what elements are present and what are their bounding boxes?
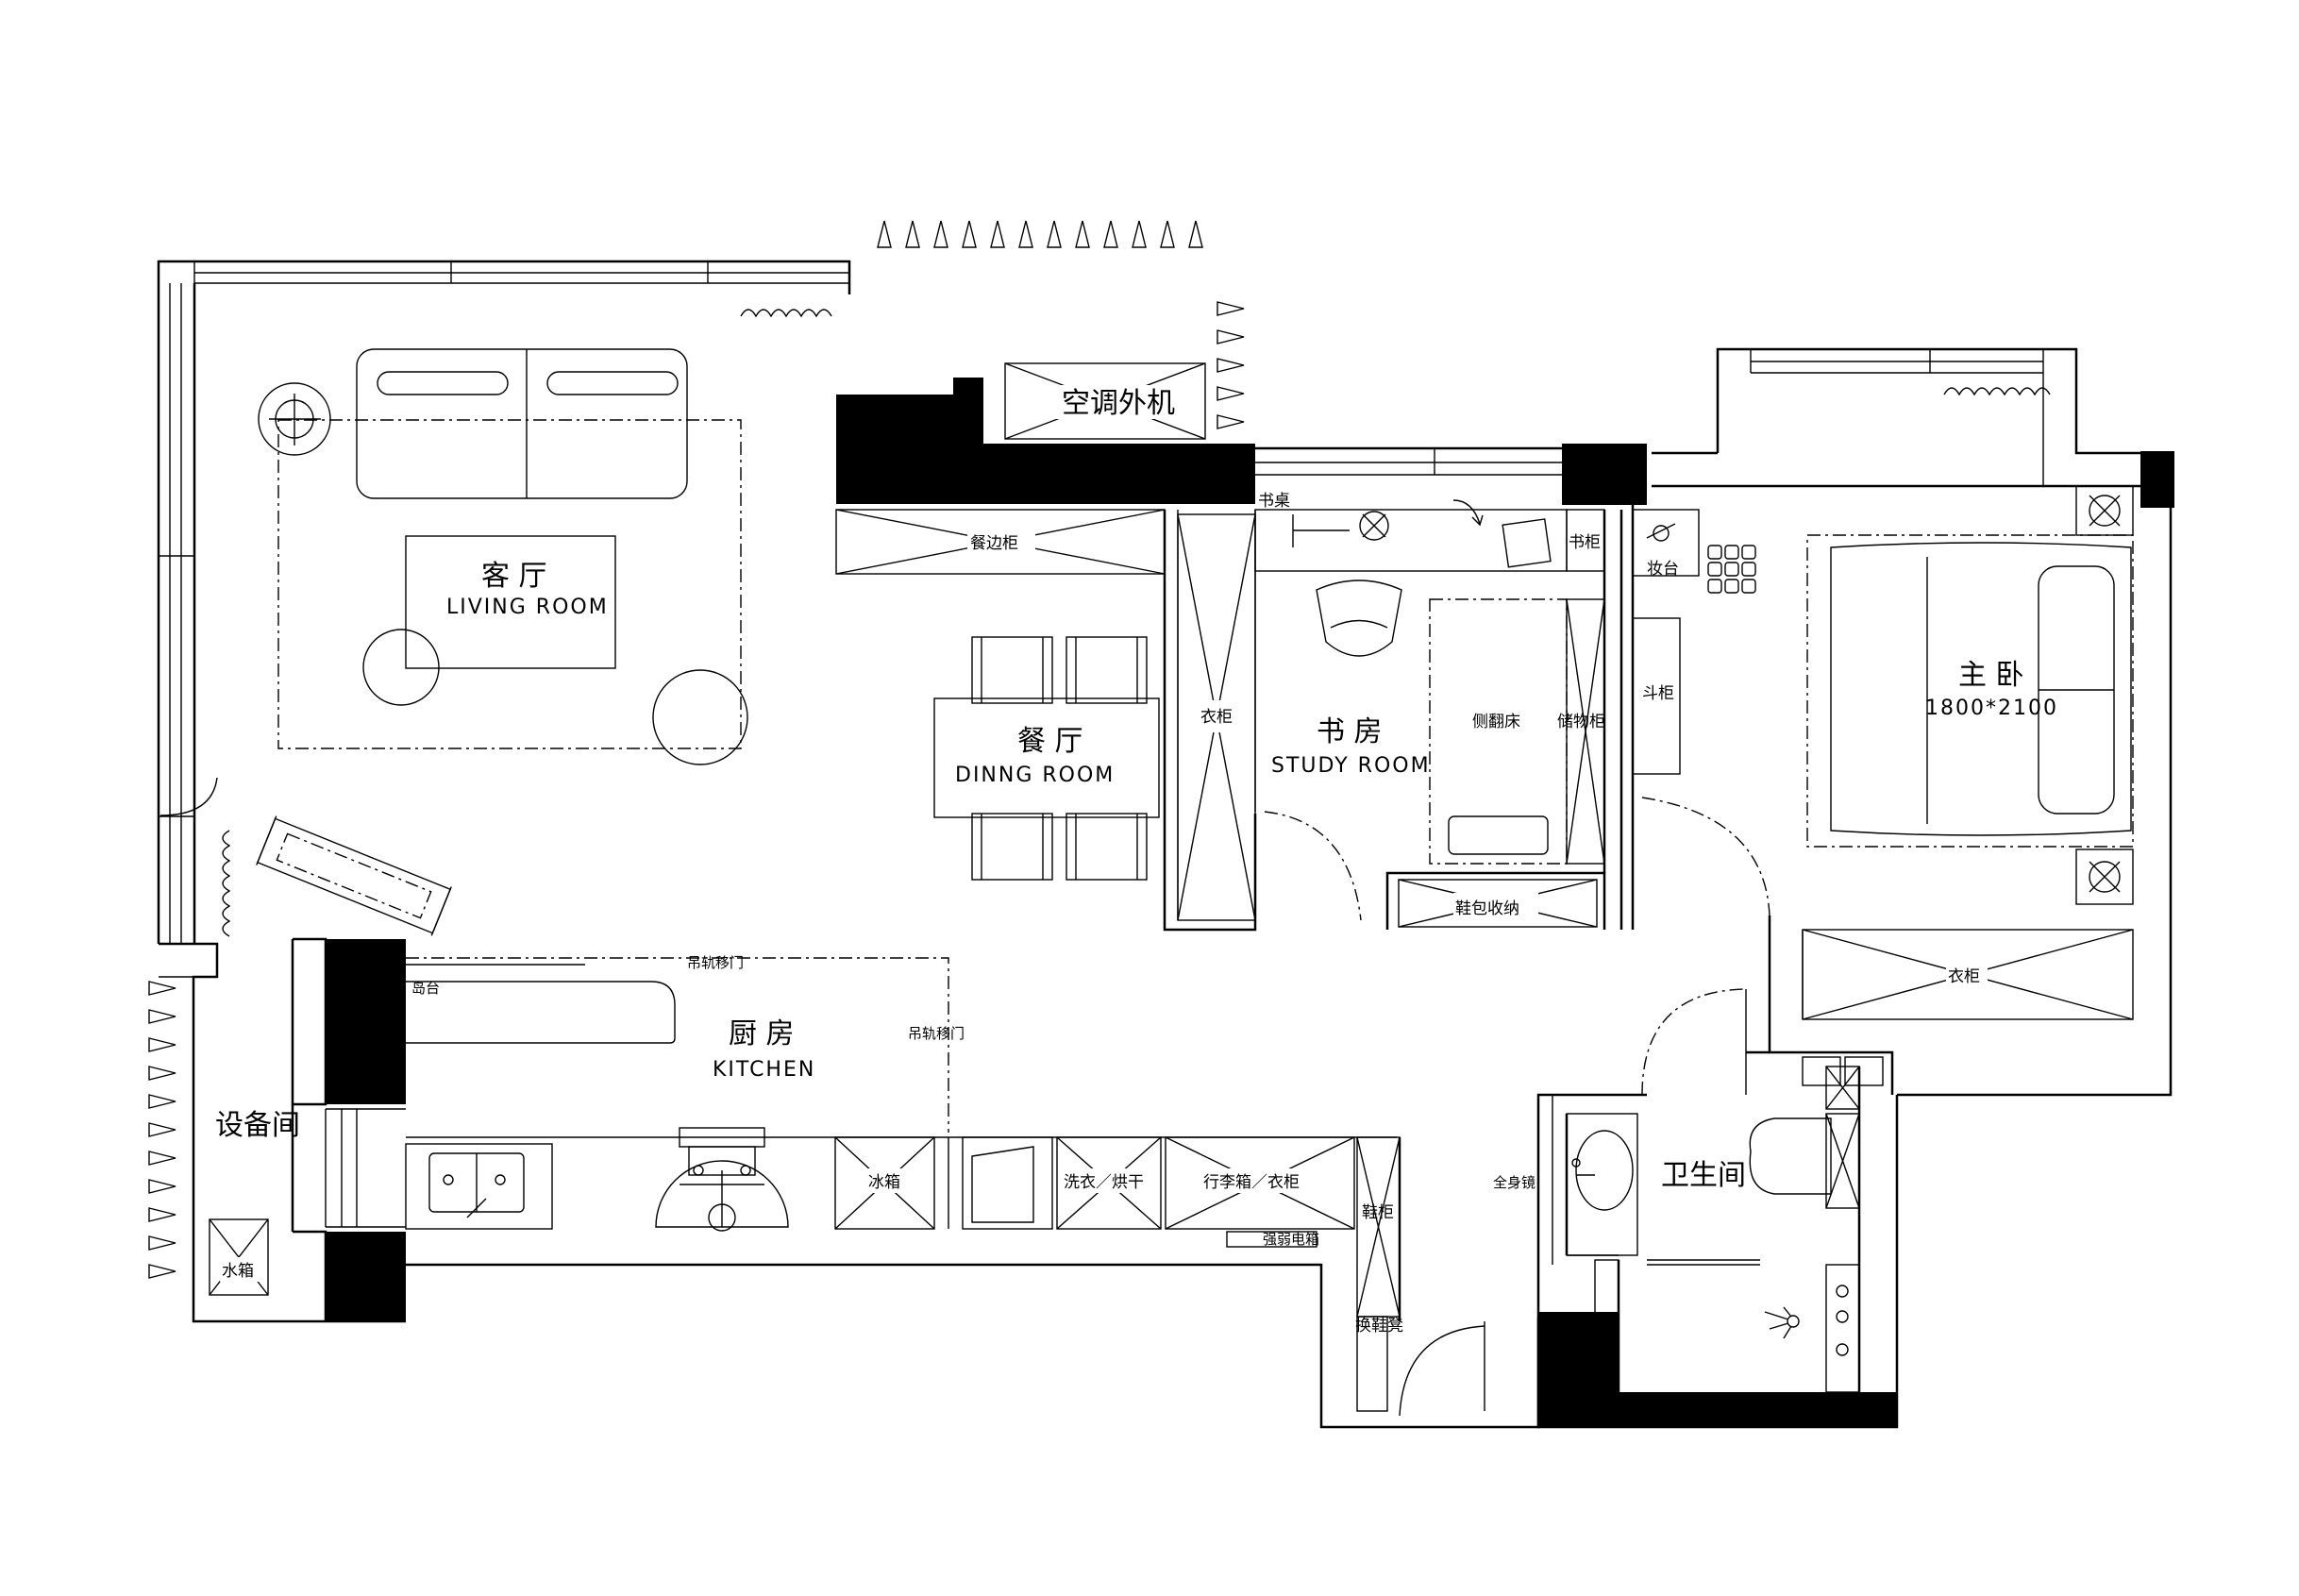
master-room-cn: 主 卧 (1958, 659, 2024, 692)
bathroom-label: 卫生间 (1661, 1159, 1746, 1192)
storage-label: 储物柜 (1557, 713, 1605, 731)
side-stool-left (362, 629, 440, 706)
mirror-label: 全身镜 (1493, 1174, 1535, 1191)
side-stool-right (652, 669, 748, 765)
desk-label: 书桌 (1258, 492, 1290, 511)
stove (655, 1127, 789, 1232)
master-bedroom: 妆台 斗柜 主 卧 1800*2100 衣柜 (1631, 485, 2134, 1095)
shoe-cabinet-label: 鞋柜 (1362, 1203, 1394, 1222)
sideboard-label: 餐边柜 (970, 534, 1018, 553)
dining-room: 餐 厅 DINNG ROOM (933, 636, 1160, 881)
dresser-label: 妆台 (1647, 560, 1679, 579)
toilet (1749, 1117, 1832, 1195)
living-room-en: LIVING ROOM (446, 596, 609, 619)
wash-basin (1575, 1130, 1634, 1211)
living-room-cn: 客 厅 (481, 560, 547, 593)
dining-room-cn: 餐 厅 (1017, 725, 1083, 758)
bench-label: 换鞋凳 (1355, 1317, 1403, 1336)
equipment-room: 设备间 水箱 (209, 1104, 406, 1321)
weak-box-label: 强弱电箱 (1263, 1231, 1319, 1248)
lounge-chair (256, 815, 452, 936)
fridge-label: 冰箱 (868, 1173, 900, 1192)
master-wardrobe-label: 衣柜 (1948, 967, 1980, 986)
dining-room-en: DINNG ROOM (955, 764, 1115, 787)
study-room-en: STUDY ROOM (1271, 754, 1431, 778)
coffee-table (405, 535, 616, 669)
desk (1254, 509, 1568, 572)
sideboard: 餐边柜 (835, 509, 1166, 575)
study-wardrobe (1177, 513, 1256, 921)
track-door-side-label: 吊轨移门 (908, 1025, 965, 1042)
grid-cabinet (1707, 545, 1756, 594)
bathroom: 全身镜 卫生间 (1493, 988, 1861, 1393)
sofa (356, 348, 688, 499)
track-door-top-label: 吊轨移门 (687, 954, 744, 971)
dining-table (933, 697, 1160, 818)
balcony-plants-top (877, 220, 1245, 429)
chest-label: 斗柜 (1642, 684, 1674, 703)
washer-label: 洗衣／烘干 (1064, 1173, 1144, 1192)
floor-lamp (258, 382, 331, 456)
study-wardrobe-label: 衣柜 (1200, 708, 1233, 727)
living-room: 客 厅 LIVING ROOM (256, 348, 748, 936)
balcony-door (159, 777, 218, 816)
water-tank (209, 1218, 269, 1296)
island-label: 岛台 (411, 980, 440, 997)
kitchen-en: KITCHEN (713, 1058, 815, 1082)
equipment-room-label: 设备间 (215, 1109, 300, 1142)
study-chair (1316, 580, 1402, 657)
water-tank-label: 水箱 (222, 1262, 254, 1281)
bed-area (1806, 534, 2134, 848)
shower-head (1787, 1315, 1800, 1328)
living-rug (277, 419, 742, 749)
study-room-cn: 书 房 (1317, 715, 1383, 748)
luggage-label: 行李箱／衣柜 (1203, 1173, 1300, 1192)
curtains (222, 309, 2051, 937)
fold-bed (1429, 598, 1568, 865)
kitchen: 吊轨移门 吊轨移门 岛台 厨 房 KITCHEN 冰箱 (291, 937, 1485, 1417)
balcony-plants-left (148, 981, 176, 1279)
ac-outdoor-unit: 空调外机 (1004, 362, 1206, 440)
structural-columns (326, 378, 2174, 1427)
bed (1830, 542, 2132, 836)
bookcase-label: 书柜 (1569, 533, 1601, 552)
master-room-size: 1800*2100 (1925, 697, 2058, 720)
ac-unit-label: 空调外机 (1062, 387, 1175, 420)
shoe-bag-label: 鞋包收纳 (1455, 899, 1519, 918)
study-room: 衣柜 书桌 书柜 书 房 STUDY ROOM 侧翻床 储物柜 (1163, 492, 1623, 932)
island (406, 981, 676, 1044)
fold-bed-label: 侧翻床 (1472, 713, 1520, 731)
kitchen-cn: 厨 房 (729, 1017, 795, 1050)
